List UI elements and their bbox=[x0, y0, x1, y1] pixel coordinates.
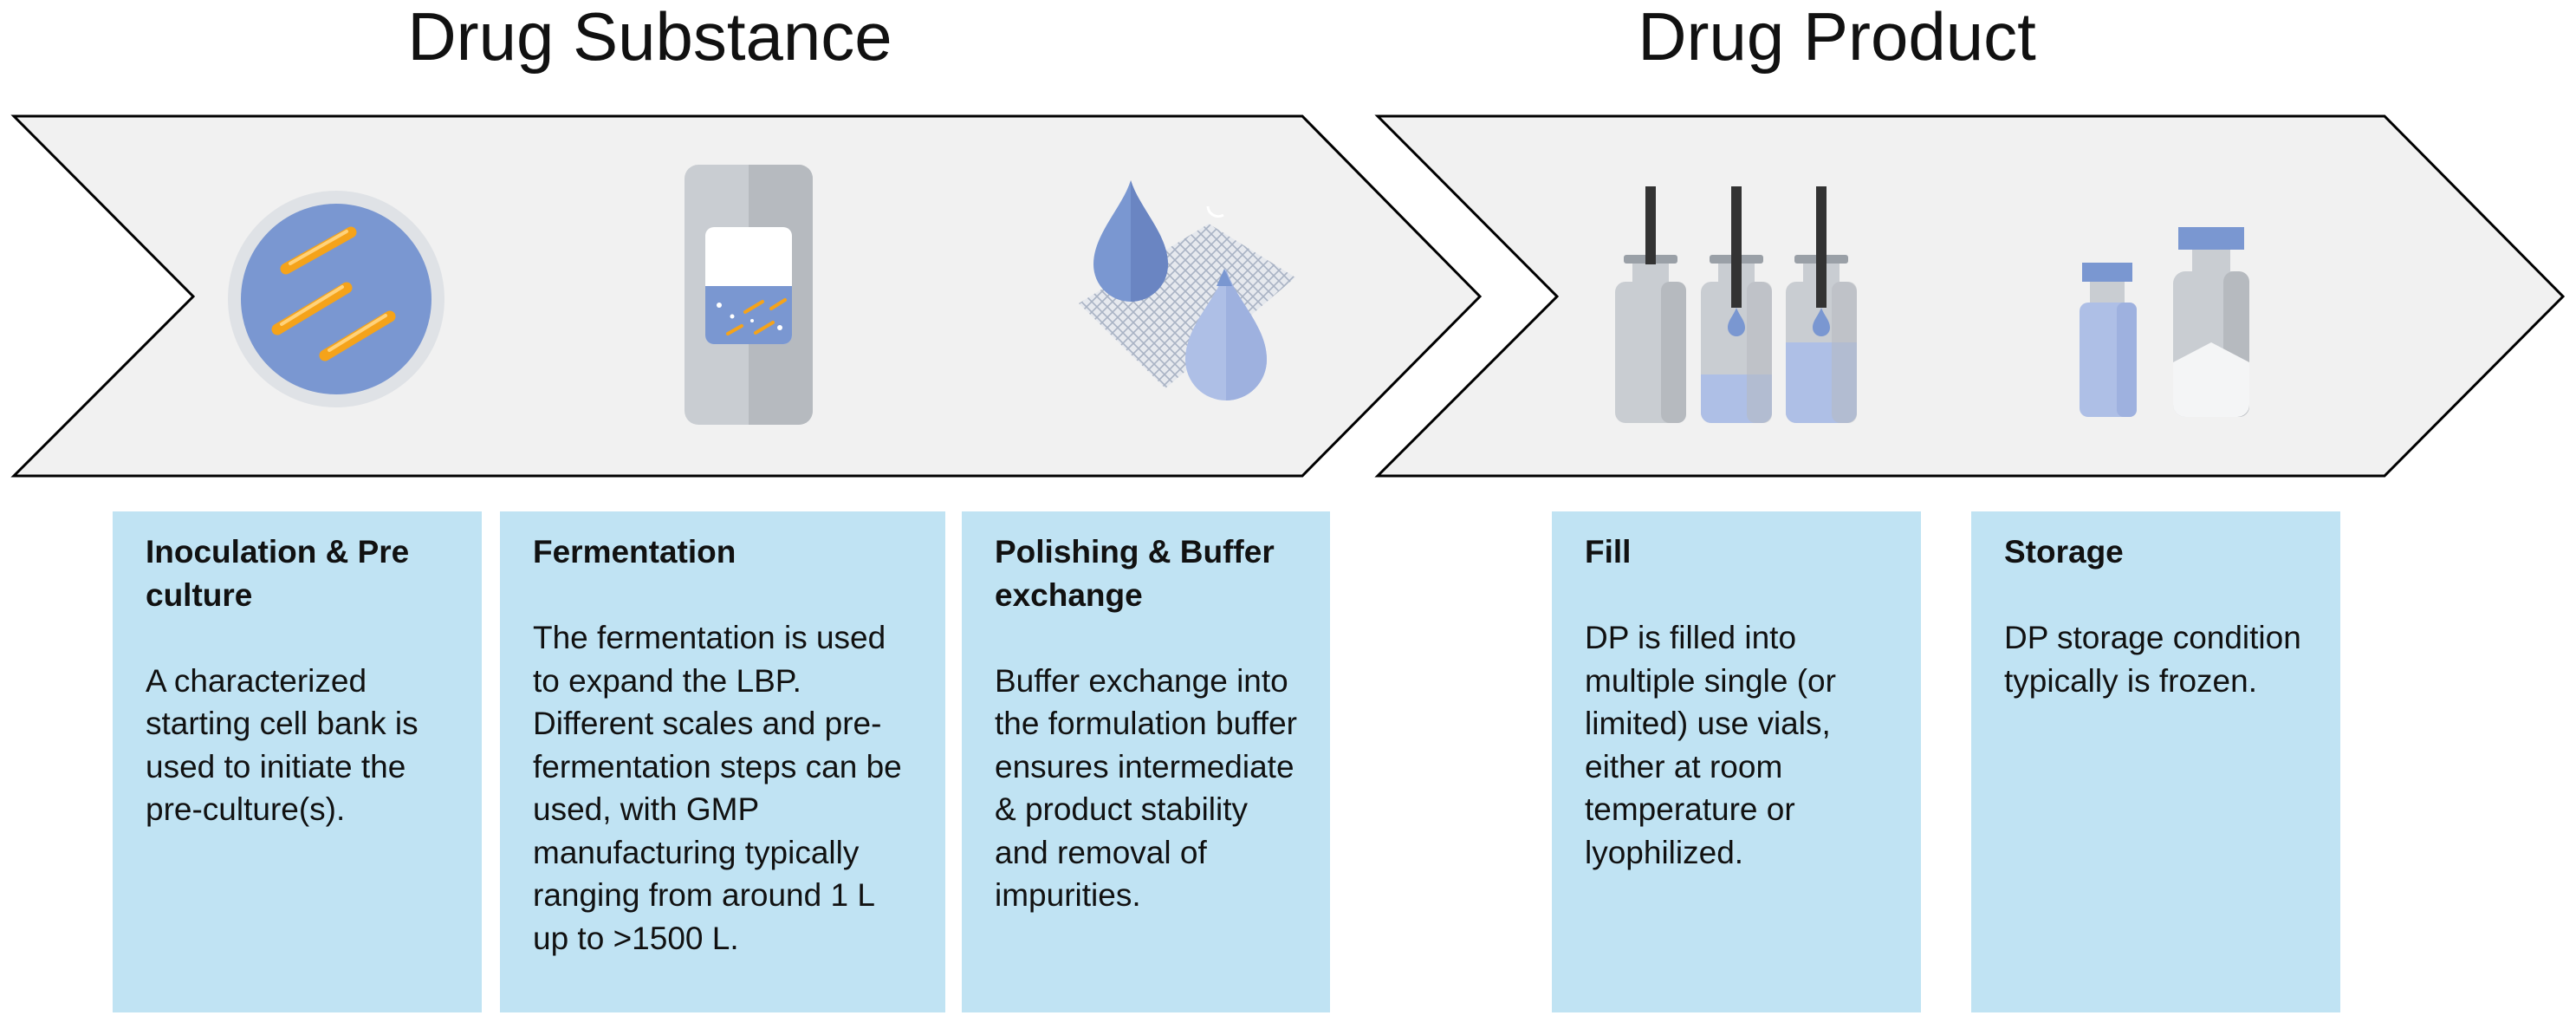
step-card-fill: Fill DP is filled into multiple single (… bbox=[1552, 511, 1921, 1012]
drug-substance-header: Drug Substance bbox=[407, 0, 892, 75]
step-title: Storage bbox=[2004, 534, 2124, 570]
step-title: Fill bbox=[1585, 534, 1632, 570]
petri-dish-icon bbox=[228, 191, 444, 407]
step-description: Buffer exchange into the formulation buf… bbox=[995, 662, 1297, 914]
drug-product-header: Drug Product bbox=[1638, 0, 2036, 75]
drug-product-chevron bbox=[1374, 114, 2566, 478]
step-card-polishing: Polishing & Buffer exchange Buffer excha… bbox=[962, 511, 1330, 1012]
step-title: Polishing & Buffer exchange bbox=[995, 534, 1275, 613]
step-card-storage: Storage DP storage condition typically i… bbox=[1971, 511, 2340, 1012]
filling-vials-icon bbox=[1615, 186, 1857, 423]
step-title: Fermentation bbox=[533, 534, 736, 570]
bioreactor-icon bbox=[685, 165, 813, 425]
step-description: DP storage condition typically is frozen… bbox=[2004, 620, 2301, 699]
step-description: DP is filled into multiple single (or li… bbox=[1585, 620, 1836, 870]
filter-droplets-icon bbox=[1079, 180, 1295, 400]
storage-vials-icon bbox=[2080, 227, 2249, 417]
step-card-inoculation: Inoculation & Pre culture A characterize… bbox=[113, 511, 482, 1012]
step-description: The fermentation is used to expand the L… bbox=[533, 620, 902, 956]
step-title: Inoculation & Pre culture bbox=[146, 534, 410, 613]
step-description: A characterized starting cell bank is us… bbox=[146, 662, 419, 828]
step-card-fermentation: Fermentation The fermentation is used to… bbox=[500, 511, 945, 1012]
